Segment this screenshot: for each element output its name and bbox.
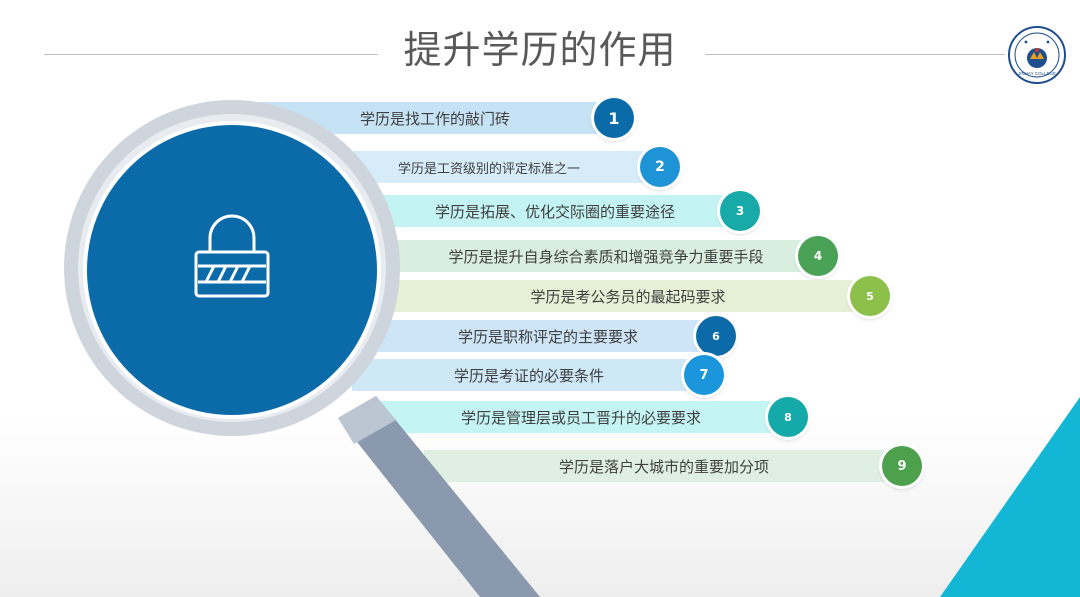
item-text: 学历是职称评定的主要要求	[457, 327, 638, 346]
item-text: 学历是工资级别的评定标准之一	[397, 161, 580, 177]
item-number-badge: 3	[720, 191, 760, 231]
item-bar: 学历是提升自身综合素质和增强竞争力重要手段	[392, 240, 820, 272]
item-bar: 学历是工资级别的评定标准之一	[316, 151, 662, 183]
page-title: 提升学历的作用	[403, 28, 677, 72]
item-text: 学历是落户大城市的重要加分项	[558, 457, 769, 476]
item-number-badge: 6	[696, 316, 736, 356]
item-text: 学历是拓展、优化交际圈的重要途径	[434, 202, 675, 221]
item-bar: 学历是管理层或员工晋升的必要要求	[372, 401, 790, 433]
item-bar: 学历是考公务员的最起码要求	[384, 280, 872, 312]
item-bar: 学历是考证的必要条件	[352, 359, 706, 391]
item-text: 学历是考证的必要条件	[453, 366, 604, 385]
list-item-5: 学历是考公务员的最起码要求 5	[384, 276, 890, 316]
magnifier-illustration	[64, 100, 540, 597]
title-line-right	[705, 54, 1005, 55]
item-bar: 学历是职称评定的主要要求	[378, 320, 718, 352]
list-item-7: 学历是考证的必要条件 7	[352, 355, 724, 395]
item-bar: 学历是落户大城市的重要加分项	[424, 450, 904, 482]
lock-icon	[194, 214, 270, 298]
list-item-2: 学历是工资级别的评定标准之一 2	[316, 147, 680, 187]
item-number-badge: 9	[882, 446, 922, 486]
magnifier-lens	[83, 121, 381, 419]
item-bar: 学历是拓展、优化交际圈的重要途径	[368, 195, 742, 227]
item-text: 学历是管理层或员工晋升的必要要求	[460, 408, 701, 427]
list-item-8: 学历是管理层或员工晋升的必要要求 8	[372, 397, 808, 437]
item-number-badge: 7	[684, 355, 724, 395]
item-text: 学历是提升自身综合素质和增强竞争力重要手段	[448, 247, 764, 266]
logo-text: JINHAY COLLEGE	[1018, 71, 1056, 76]
title-line-left	[44, 54, 378, 55]
item-number-badge: 5	[850, 276, 890, 316]
corner-triangle	[940, 397, 1080, 597]
item-number-badge: 8	[768, 397, 808, 437]
list-item-6: 学历是职称评定的主要要求 6	[378, 316, 736, 356]
item-text: 学历是找工作的敲门砖	[359, 109, 510, 128]
item-number-badge: 4	[798, 236, 838, 276]
list-item-9: 学历是落户大城市的重要加分项 9	[424, 446, 922, 486]
item-number-badge: 1	[594, 98, 634, 138]
magnifier-handle	[338, 396, 540, 597]
list-item-4: 学历是提升自身综合素质和增强竞争力重要手段 4	[392, 236, 838, 276]
item-bar: 学历是找工作的敲门砖	[254, 102, 616, 134]
list-item-3: 学历是拓展、优化交际圈的重要途径 3	[368, 191, 760, 231]
list-item-1: 学历是找工作的敲门砖 1	[254, 98, 634, 138]
college-seal-icon: JINHAY COLLEGE	[1008, 26, 1066, 84]
item-number-badge: 2	[640, 147, 680, 187]
item-text: 学历是考公务员的最起码要求	[530, 287, 726, 306]
